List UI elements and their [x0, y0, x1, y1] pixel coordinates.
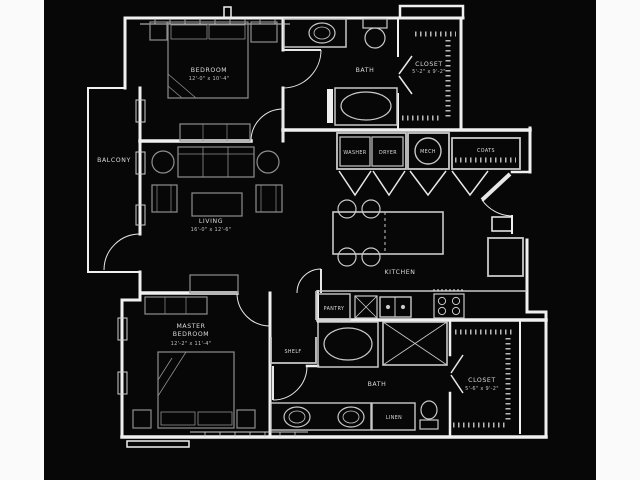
closet-upper-dims: 5'-2" x 9'-2"	[412, 69, 446, 75]
sofa	[177, 146, 255, 178]
closet-lower-dims: 5'-6" x 9'-2"	[465, 386, 499, 392]
fixtures	[270, 18, 527, 431]
coats-label: COATS	[477, 148, 495, 154]
coffee-table	[191, 192, 243, 217]
side-table	[151, 150, 175, 174]
sink-upper	[308, 22, 336, 44]
closet-upper-doors	[398, 55, 413, 95]
shower	[382, 321, 448, 366]
dryer-box	[371, 136, 404, 167]
mech-unit	[414, 137, 442, 165]
linen-box	[371, 402, 416, 431]
kitchen-sink	[379, 296, 412, 318]
right-margin	[596, 0, 640, 480]
closet-lower-doors	[450, 354, 464, 394]
bed-upper	[167, 21, 249, 99]
dresser-lower	[144, 296, 208, 315]
kitchen-label: KITCHEN	[384, 269, 415, 276]
laundry-closet	[336, 132, 407, 170]
pantry-door-arc	[296, 268, 322, 294]
living-label: LIVING	[199, 218, 223, 225]
entry-door-leaf	[480, 172, 512, 202]
nightstand	[132, 409, 152, 429]
dryer-label: DRYER	[379, 150, 397, 156]
bath-upper-door-arc	[282, 49, 322, 89]
entry-door-arc	[481, 199, 513, 217]
living-dims: 16'-0" x 12'-6"	[191, 227, 232, 233]
tub-lower	[317, 321, 379, 368]
stool	[337, 199, 357, 219]
bath-lower-label: BATH	[368, 381, 387, 388]
kitchen-island	[332, 199, 444, 267]
dresser-upper	[179, 123, 251, 142]
pantry-box	[316, 293, 351, 321]
vanity-upper	[283, 18, 347, 48]
tub-upper	[334, 87, 398, 126]
toilet-upper	[362, 18, 388, 49]
mech-label: MECH	[420, 149, 436, 155]
windows	[117, 18, 308, 437]
coats-closet	[451, 137, 521, 170]
balcony-door-arc	[103, 233, 141, 271]
linen-label: LINEN	[386, 415, 402, 421]
master-label-line2: BEDROOM	[173, 331, 210, 338]
vanity-lower	[270, 402, 372, 431]
refrigerator	[487, 237, 524, 277]
armchair	[255, 184, 283, 213]
washer-label: WASHER	[343, 150, 366, 156]
left-margin	[0, 0, 44, 480]
stool	[361, 247, 381, 267]
room-labels: BEDROOM 12'-0" x 10'-4" BATH CLOSET 5'-2…	[97, 61, 499, 421]
master-door-arc	[236, 292, 271, 327]
console-table	[189, 274, 239, 294]
armchair	[151, 184, 178, 213]
master-dims: 12'-2" x 11'-4"	[171, 341, 212, 347]
pantry-label: PANTRY	[324, 306, 345, 312]
bed-lower	[157, 351, 235, 429]
bath-lower-door-arc	[272, 365, 308, 401]
bedroom-door-arc	[250, 108, 284, 142]
mech-closet	[407, 132, 450, 170]
balcony-label: BALCONY	[97, 157, 131, 164]
bedroom-dims: 12'-0" x 10'-4"	[189, 76, 230, 82]
bedroom-label: BEDROOM	[191, 67, 228, 74]
doors	[103, 49, 513, 401]
closet-rails	[402, 31, 516, 428]
toilet-lower	[419, 400, 439, 430]
washer-box	[339, 136, 371, 167]
master-label-line1: MASTER	[176, 323, 205, 330]
closet-upper-label: CLOSET	[415, 61, 443, 68]
bifold-doors	[338, 170, 489, 197]
stool	[361, 199, 381, 219]
dishwasher	[354, 295, 378, 319]
closet-lower-label: CLOSET	[468, 377, 496, 384]
nightstand	[250, 21, 278, 43]
bath-upper-label: BATH	[356, 67, 375, 74]
nightstand	[236, 409, 256, 429]
range	[433, 289, 465, 319]
shelf-box	[270, 337, 317, 364]
nightstand	[149, 21, 168, 41]
stool	[337, 247, 357, 267]
shelf-label: SHELF	[284, 349, 301, 355]
side-table	[256, 150, 280, 174]
furniture	[132, 21, 283, 429]
